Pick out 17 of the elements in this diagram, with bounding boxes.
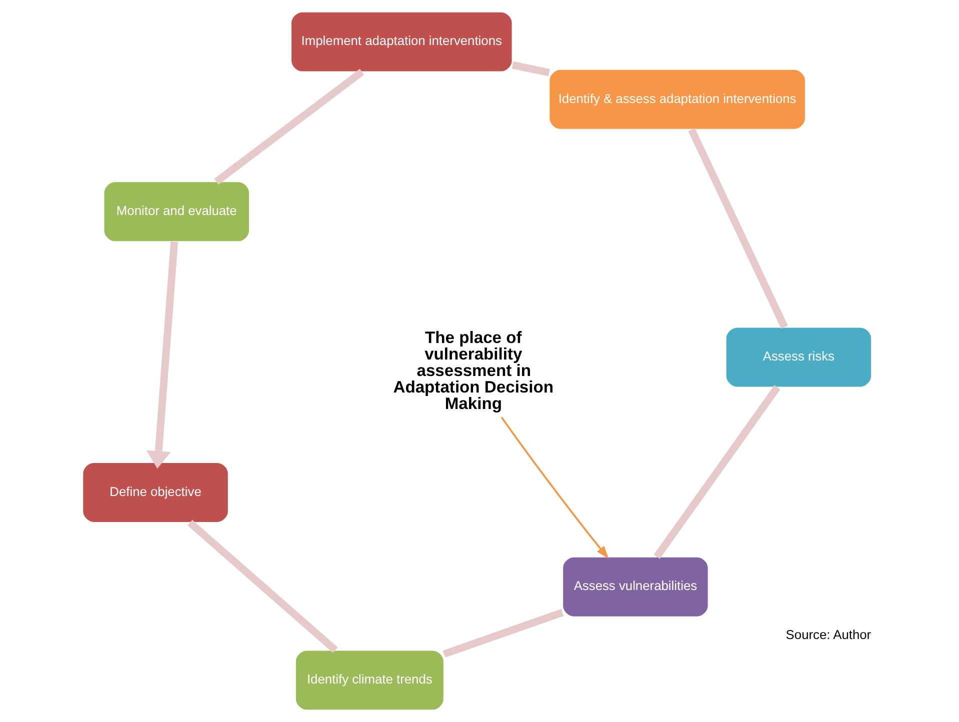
node-box: Identify climate trends [294,650,444,711]
label: Source: Author [785,626,871,642]
connector [442,608,564,658]
node-text: The place of vulnerability assessment in Adaptation Decision Making [392,328,554,414]
node-box: Assess risks [724,326,872,388]
connector [688,128,788,329]
node-box: Define objective [82,462,228,523]
connector [511,61,550,76]
arrow [500,416,608,559]
connector [214,68,364,185]
node-box: Implement adaptation interventions [290,11,512,72]
arrow [146,241,178,469]
node-box: Monitor and evaluate [102,181,250,242]
connector [653,385,780,559]
node-box: Assess vulnerabilities [562,556,708,618]
node-box: Identify & assess adaptation interventions [548,68,806,130]
connector [186,520,338,653]
